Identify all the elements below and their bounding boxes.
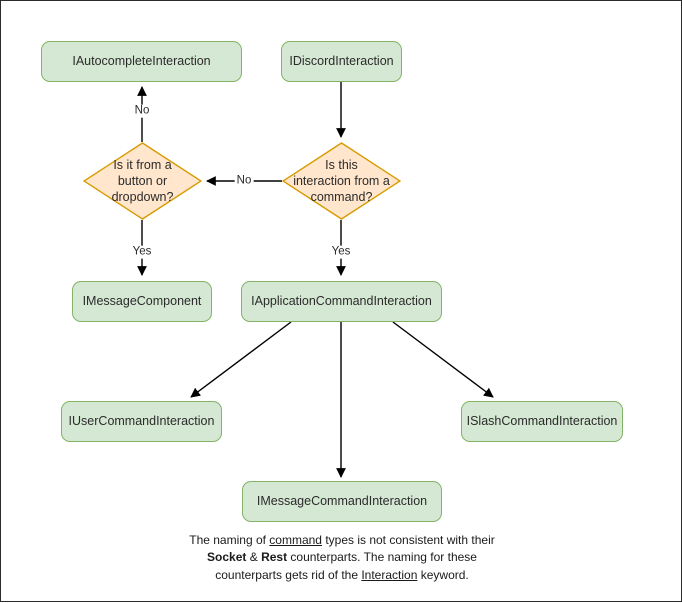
- edge-application-command-to-user-command: [190, 321, 292, 398]
- footnote-ampersand: &: [246, 550, 262, 565]
- node-slash-command-interaction[interactable]: ISlashCommandInteraction: [461, 401, 623, 442]
- node-autocomplete-interaction[interactable]: IAutocompleteInteraction: [41, 41, 242, 82]
- node-application-command-interaction[interactable]: IApplicationCommandInteraction: [241, 281, 442, 322]
- decision-label-line-1: Is this: [325, 157, 358, 172]
- node-discord-interaction[interactable]: IDiscordInteraction: [281, 41, 402, 82]
- footnote-line1-a: The naming of: [189, 533, 270, 547]
- footnote-line-3: counterparts gets rid of the Interaction…: [151, 567, 533, 584]
- footnote-line2-rest: counterparts. The naming for these: [287, 550, 477, 565]
- footnote-line-2: Socket & Rest counterparts. The naming f…: [151, 549, 533, 566]
- edge-label-no-autocomplete: No: [132, 104, 152, 118]
- decision-label-line-2: interaction from a: [293, 173, 390, 188]
- footnote-line3-b: keyword.: [417, 567, 469, 582]
- decision-label-line-3: dropdown?: [111, 190, 174, 205]
- footnote-underline-interaction: Interaction: [361, 567, 418, 582]
- decision-label-line-3: command?: [310, 190, 373, 205]
- footnote-bold-rest: Rest: [261, 550, 288, 565]
- node-label: IUserCommandInteraction: [68, 413, 215, 428]
- decision-label: Is this interaction from a command?: [282, 142, 401, 220]
- edge-label-no-button-decision: No: [234, 174, 254, 188]
- edge-label-yes-application-command: Yes: [329, 245, 353, 259]
- node-label: IDiscordInteraction: [289, 53, 394, 68]
- decision-label-line-1: Is it from a: [113, 157, 172, 172]
- footnote-line3-a: counterparts gets rid of the: [215, 567, 362, 582]
- node-message-component[interactable]: IMessageComponent: [72, 281, 212, 322]
- diamond-shape: [83, 142, 202, 220]
- footnote-line-1: The naming of command types is not consi…: [151, 532, 533, 549]
- node-label: IMessageComponent: [82, 293, 202, 308]
- node-label: ISlashCommandInteraction: [466, 413, 618, 428]
- decision-label: Is it from a button or dropdown?: [83, 142, 202, 220]
- node-label: IMessageCommandInteraction: [256, 493, 428, 508]
- edge-application-command-to-slash-command: [392, 321, 494, 398]
- node-decision-button-or-dropdown[interactable]: Is it from a button or dropdown?: [83, 142, 202, 220]
- node-message-command-interaction[interactable]: IMessageCommandInteraction: [242, 481, 442, 522]
- diamond-shape: [282, 142, 401, 220]
- node-label: IApplicationCommandInteraction: [251, 293, 432, 308]
- footnote-text: The naming of command types is not consi…: [151, 532, 533, 584]
- edge-label-yes-message-component: Yes: [130, 245, 154, 259]
- node-label: IAutocompleteInteraction: [72, 53, 211, 68]
- footnote-line1-b: types is not consistent with their: [321, 533, 495, 547]
- footnote-underline-command: command: [269, 533, 322, 547]
- footnote-bold-socket: Socket: [207, 550, 247, 565]
- node-user-command-interaction[interactable]: IUserCommandInteraction: [61, 401, 222, 442]
- decision-label-line-2: button or: [117, 173, 168, 188]
- node-decision-interaction-from-command[interactable]: Is this interaction from a command?: [282, 142, 401, 220]
